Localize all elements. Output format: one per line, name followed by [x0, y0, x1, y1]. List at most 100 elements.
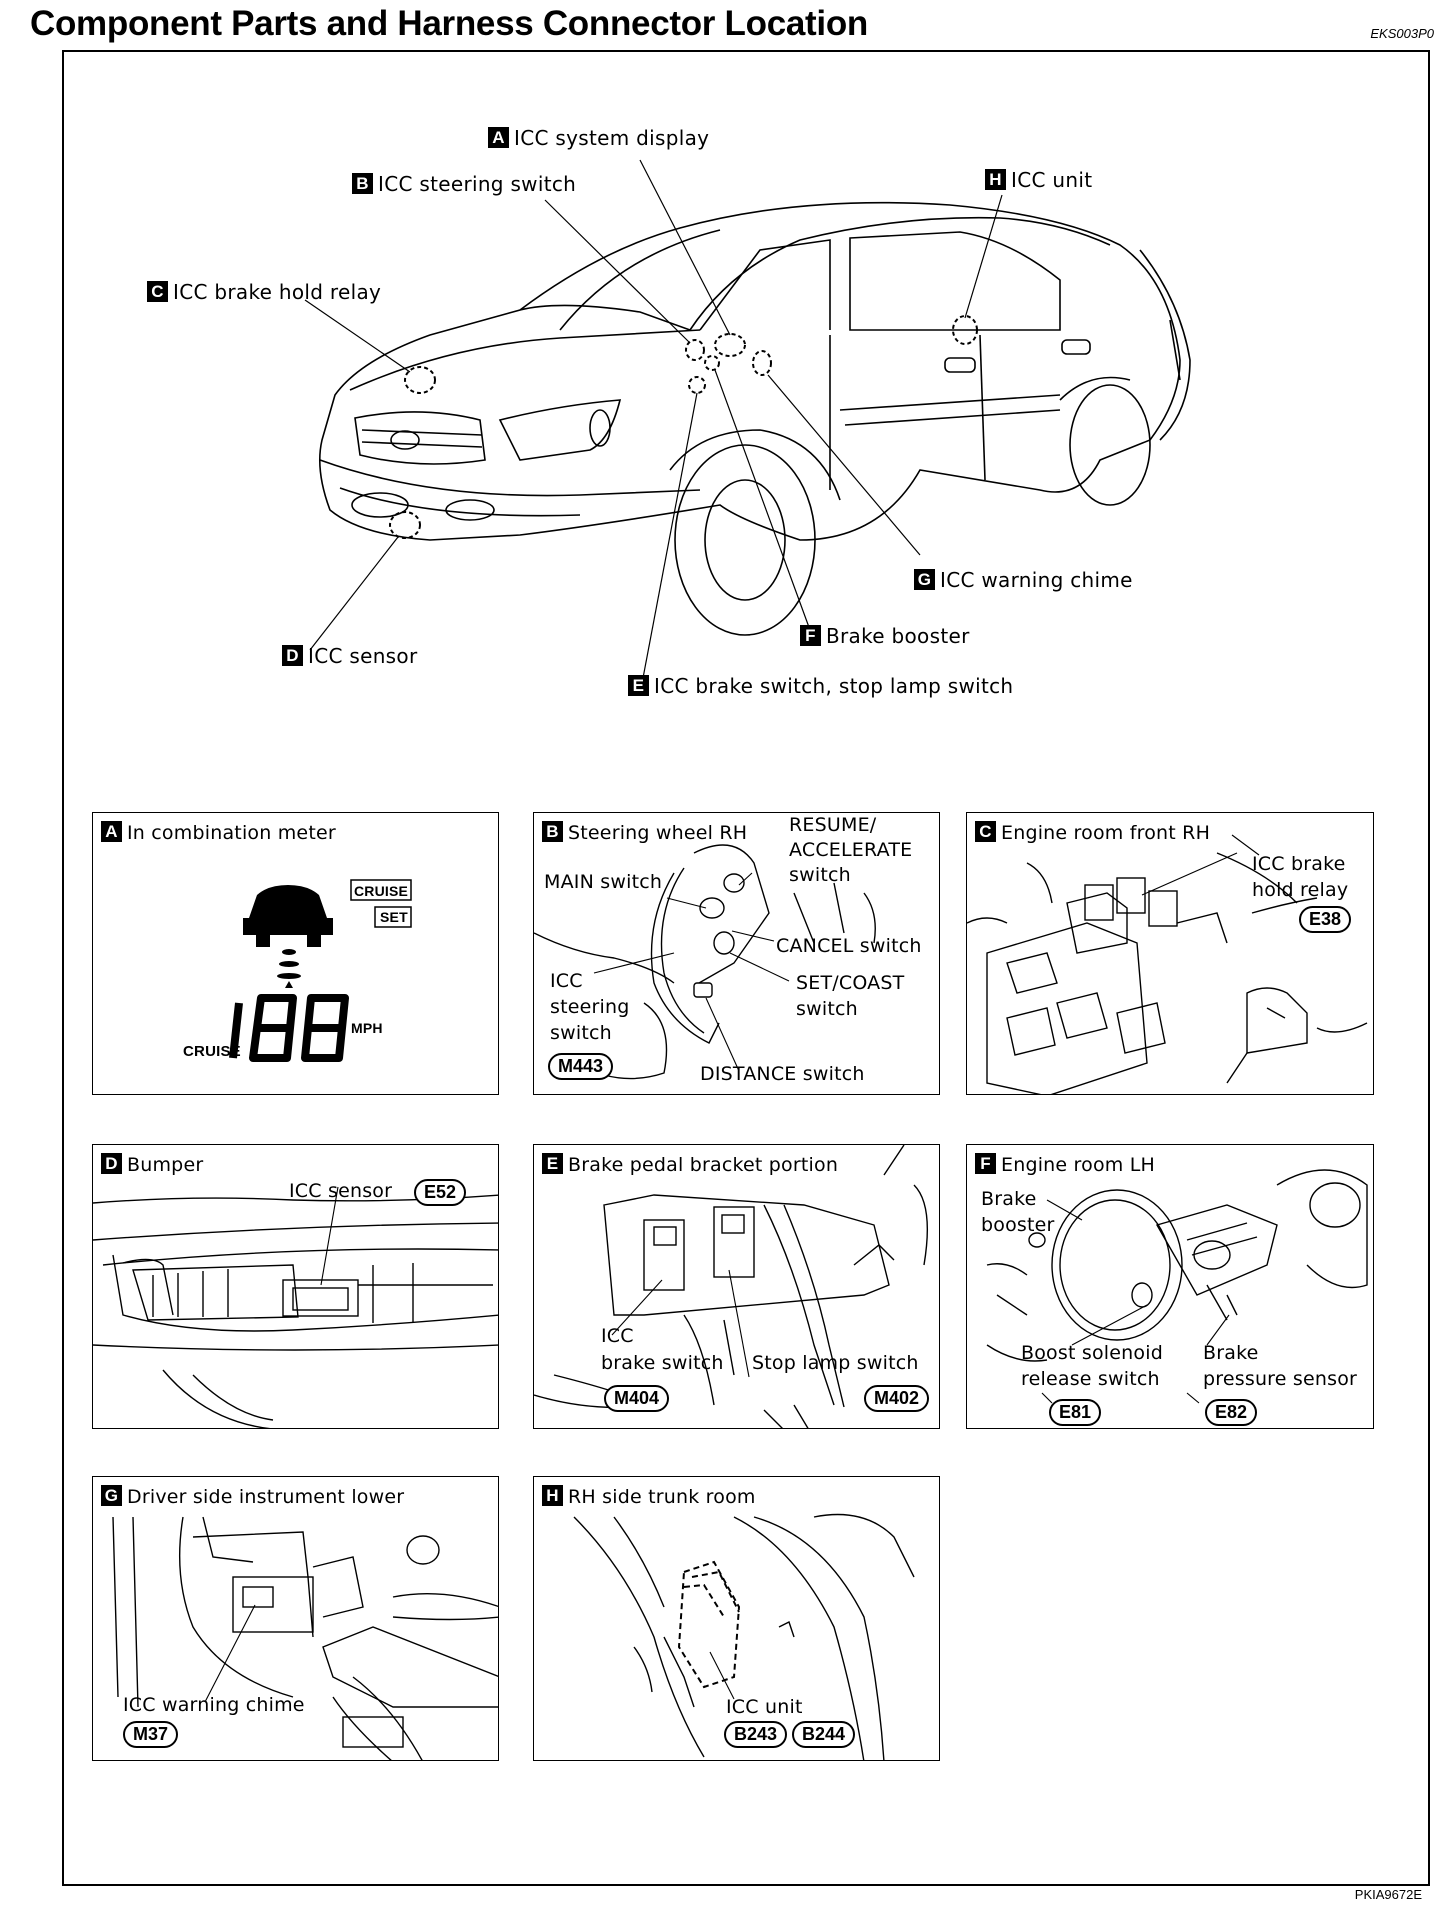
cancel-switch-label: CANCEL switch [776, 935, 922, 957]
connector-m443: M443 [548, 1053, 614, 1080]
label-e-text: ICC brake switch, stop lamp switch [654, 674, 1014, 698]
cruise-indicator: CRUISE [354, 883, 409, 899]
badge-g: G [914, 569, 935, 590]
badge-f: F [800, 625, 821, 646]
boost-solenoid-line1: Boost solenoid [1021, 1342, 1163, 1364]
badge-h: H [985, 169, 1006, 190]
badge-f: F [975, 1153, 996, 1174]
set-coast-line2: switch [796, 998, 858, 1020]
icc-brake-switch-line2: brake switch [601, 1352, 724, 1374]
label-h-text: ICC unit [1011, 168, 1093, 192]
connector-e82: E82 [1205, 1399, 1258, 1426]
connector-b244: B244 [792, 1721, 856, 1748]
speed-unit: MPH [351, 1020, 383, 1036]
label-d-text: ICC sensor [308, 644, 418, 668]
set-indicator: SET [380, 909, 408, 925]
badge-a: A [488, 127, 509, 148]
connector-b243: B243 [724, 1721, 788, 1748]
panel-h-title-text: RH side trunk room [568, 1486, 756, 1508]
main-switch-label: MAIN switch [544, 871, 663, 893]
set-coast-line1: SET/COAST [796, 972, 905, 994]
panel-e-title-text: Brake pedal bracket portion [568, 1154, 839, 1176]
meter-drawing [229, 879, 412, 1062]
badge-g: G [101, 1485, 122, 1506]
boost-solenoid-line2: release switch [1021, 1368, 1160, 1390]
resume-line1: RESUME/ [789, 814, 877, 836]
badge-a: A [101, 821, 122, 842]
distance-switch-label: DISTANCE switch [700, 1063, 865, 1085]
accelerate-line2: ACCELERATE [789, 839, 913, 861]
stop-lamp-switch-label: Stop lamp switch [752, 1352, 919, 1374]
figure-id: PKIA9672E [1354, 1887, 1422, 1902]
resume-switch-line3: switch [789, 864, 851, 886]
warning-chime-label: ICC warning chime [123, 1694, 305, 1716]
panel-f-title-text: Engine room LH [1001, 1154, 1156, 1176]
connector-m404: M404 [604, 1385, 670, 1412]
icc-sensor-label: ICC sensor [289, 1180, 393, 1202]
icc-unit-drawing [573, 1513, 915, 1760]
brake-switch-drawing [534, 1145, 928, 1428]
badge-b: B [352, 173, 373, 194]
icc-unit-label: ICC unit [726, 1696, 803, 1718]
label-b-text: ICC steering switch [378, 172, 577, 196]
icc-steering-line3: switch [550, 1022, 612, 1044]
icc-brake-switch-line1: ICC [601, 1325, 634, 1347]
page-title: Component Parts and Harness Connector Lo… [30, 4, 868, 43]
badge-h: H [542, 1485, 563, 1506]
connector-e81: E81 [1049, 1399, 1102, 1426]
warning-chime-drawing [112, 1516, 498, 1760]
badge-d: D [282, 645, 303, 666]
badge-e: E [628, 675, 649, 696]
panel-d-title-text: Bumper [127, 1154, 204, 1176]
badge-b: B [542, 821, 563, 842]
badge-c: C [147, 281, 168, 302]
connector-e38: E38 [1299, 906, 1352, 933]
brake-booster-drawing [986, 1169, 1368, 1404]
badge-e: E [542, 1153, 563, 1174]
connector-e52: E52 [414, 1179, 467, 1206]
pressure-sensor-line1: Brake [1203, 1342, 1259, 1364]
pressure-sensor-line2: pressure sensor [1203, 1368, 1358, 1390]
label-f-text: Brake booster [826, 624, 970, 648]
panel-g-title-text: Driver side instrument lower [127, 1486, 405, 1508]
icc-steering-line1: ICC [550, 970, 583, 992]
figure-frame [62, 50, 1430, 1886]
badge-c: C [975, 821, 996, 842]
panel-a-title-text: In combination meter [127, 822, 336, 844]
badge-d: D [101, 1153, 122, 1174]
brake-relay-line1: ICC brake [1252, 853, 1346, 875]
cruise-label: CRUISE [183, 1043, 241, 1060]
label-c-text: ICC brake hold relay [173, 280, 382, 304]
panel-c-title-text: Engine room front RH [1001, 822, 1211, 844]
icc-steering-line2: steering [550, 996, 630, 1018]
bumper-drawing [93, 1186, 498, 1428]
relay-box-drawing [967, 834, 1368, 1094]
label-g-text: ICC warning chime [940, 568, 1133, 592]
connector-m37: M37 [123, 1721, 179, 1748]
steering-switch-drawing [534, 844, 876, 1080]
